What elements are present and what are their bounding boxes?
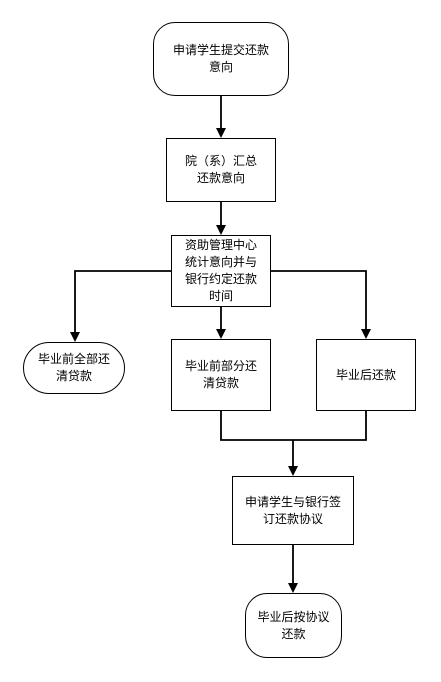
sign-agreement-box: 申请学生与银行签 订还款协议 <box>232 476 354 545</box>
arrow-center-to-opt3 <box>271 270 371 339</box>
end-node: 毕业后按协议 还款 <box>245 593 342 658</box>
option-partial-repay-before-graduation: 毕业前部分还 清贷款 <box>171 339 271 411</box>
option-full-repay-before-graduation: 毕业前全部还 清贷款 <box>23 342 125 394</box>
connector-opt2-down <box>220 411 367 441</box>
start-node: 申请学生提交还款 意向 <box>153 22 289 96</box>
dept-summary-box: 院（系）汇总 还款意向 <box>166 138 276 202</box>
arrow-center-to-opt1 <box>70 270 171 342</box>
center-stats-box: 资助管理中心 统计意向并与 银行约定还款 时间 <box>171 235 271 307</box>
option-repay-after-graduation: 毕业后还款 <box>316 339 416 411</box>
